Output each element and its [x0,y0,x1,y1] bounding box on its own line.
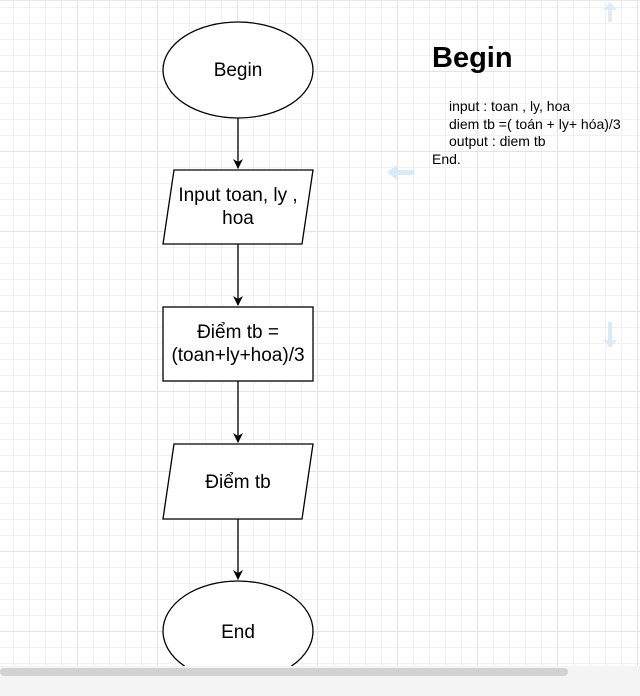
pseudocode-line: diem tb =( toán + ly+ hóa)/3 [449,116,621,132]
pseudocode-title[interactable]: Begin [432,42,513,74]
hint-arrow-down-icon[interactable] [603,322,617,348]
output-label: Điểm tb [205,471,271,493]
diagram-canvas[interactable] [0,0,640,667]
process-label: Điểm tb = (toan+ly+hoa)/3 [171,322,305,366]
end-label: End [221,621,255,643]
hint-arrow-left-icon[interactable] [387,165,414,180]
process-shape[interactable] [162,306,314,382]
pseudocode-line: End. [432,151,461,167]
pseudocode-line: input : toan , ly, hoa [449,98,571,114]
flowchart [162,2,617,666]
end-terminal-shape[interactable] [162,580,314,666]
input-data-shape[interactable] [162,169,314,245]
hint-arrow-up-icon[interactable] [603,2,617,22]
bottom-status-strip [0,678,640,696]
pseudocode-line: output : diem tb [449,133,546,149]
begin-label: Begin [213,59,263,81]
output-data-shape[interactable] [162,443,314,520]
input-label: Input toan, ly , hoa [178,185,298,229]
horizontal-scrollbar-thumb[interactable] [0,668,568,676]
